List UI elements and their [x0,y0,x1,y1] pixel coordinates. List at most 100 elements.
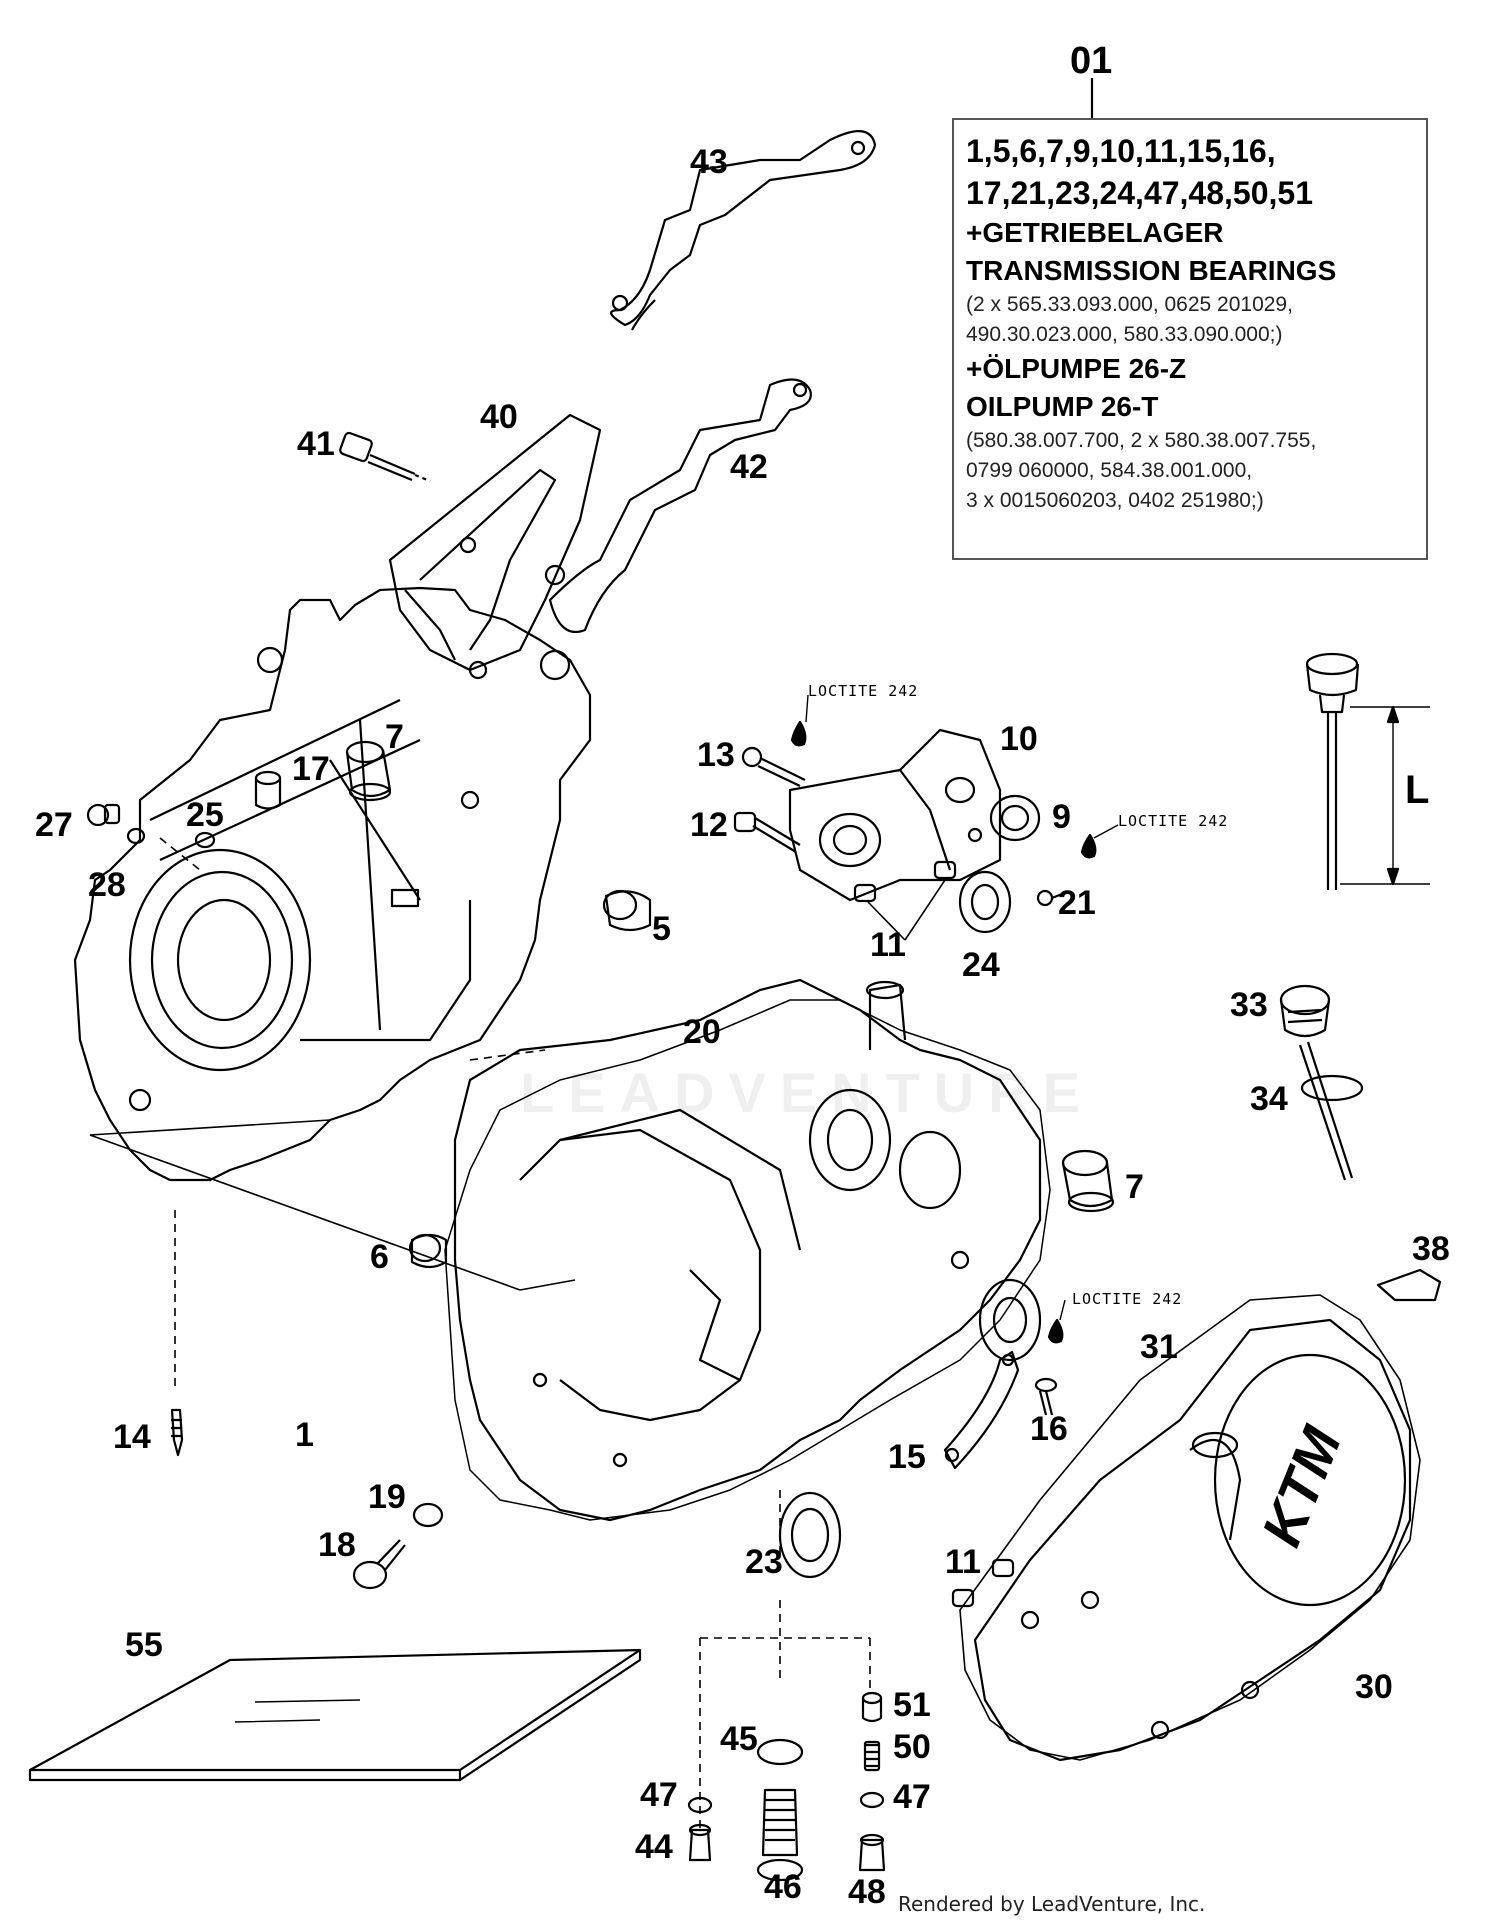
part-label-33: 33 [1230,986,1268,1024]
pump-parts-line2: 0799 060000, 584.38.001.000, [966,459,1253,482]
pump-parts-line3: 3 x 0015060203, 0402 251980;) [966,489,1264,512]
part-label-55: 55 [125,1626,163,1664]
part-label-20: 20 [683,1013,721,1051]
kit-items-line1: 1,5,6,7,9,10,11,15,16, [966,133,1276,169]
kit-items-line2: 17,21,23,24,47,48,50,51 [966,175,1313,211]
part-label-30: 30 [1355,1668,1393,1706]
part-label-40: 40 [480,398,518,436]
part-label-24: 24 [962,946,1000,984]
part-label-42: 42 [730,448,768,486]
washer-25 [194,831,216,849]
part-label-44: 44 [635,1828,673,1866]
bearing-9 [989,794,1041,842]
kit-number: 01 [1070,40,1113,82]
screw-13 [741,746,806,787]
screw-18 [352,1539,406,1590]
part-label-47-right: 47 [893,1778,931,1816]
ktm-logo: KTM [1249,1417,1353,1554]
part-label-7-top: 7 [385,718,404,756]
part-label-34: 34 [1250,1080,1288,1118]
part-label-5: 5 [652,910,671,948]
part-label-18: 18 [318,1526,356,1564]
loctite-drop-1 [790,720,807,747]
clutch-cover-30: KTM [973,1318,1412,1762]
part-label-28: 28 [88,866,126,904]
part-label-19: 19 [368,1478,406,1516]
cover-gasket-31 [959,1294,1421,1761]
bushing-5 [602,889,652,932]
sleeve-17 [254,770,282,810]
part-label-6: 6 [370,1238,389,1276]
part-label-13: 13 [697,736,735,774]
part-label-43: 43 [690,143,728,181]
part-label-50: 50 [893,1728,931,1766]
clip-38 [1376,1268,1442,1302]
bushing-7-top [345,740,392,802]
piston-51 [861,1691,883,1723]
part-label-11-top: 11 [870,926,906,964]
loctite-label-2: LOCTITE 242 [1118,812,1229,830]
loctite-label-3: LOCTITE 242 [1072,1290,1183,1308]
part-label-1: 1 [295,1416,314,1454]
case-gasket-outline [444,999,1051,1521]
part-label-9: 9 [1052,798,1071,836]
part-label-25: 25 [186,796,224,834]
part-label-23: 23 [745,1543,783,1581]
screw-12 [733,811,801,853]
owners-manual-55 [28,1648,642,1782]
nut-19 [412,1502,444,1528]
bearing-23 [778,1491,842,1579]
dowel-11-bottom-a [991,1558,1015,1578]
part-label-41: 41 [297,425,335,463]
screw-21 [1036,889,1063,907]
oring-34 [1300,1074,1364,1102]
part-label-46: 46 [764,1868,802,1906]
chain-guide-42 [544,378,812,633]
chain-guide-43 [610,130,877,331]
oring-45 [756,1738,804,1766]
part-label-14: 14 [113,1418,151,1456]
oil-plug-33 [1279,984,1354,1181]
dowel-11-bottom-b [951,1588,975,1608]
plug-14 [170,1408,184,1457]
left-crankcase [73,586,592,1182]
right-crankcase-20 [453,978,1042,1522]
part-label-27: 27 [35,806,73,844]
part-label-10: 10 [1000,720,1038,758]
dipstick [1305,652,1430,890]
seal-24 [958,870,1012,934]
render-credit: Rendered by LeadVenture, Inc. [898,1892,1206,1916]
spring-50 [863,1740,881,1772]
washer-47-left [687,1796,713,1814]
loctite-drop-2 [1080,833,1097,859]
transmission-bearings-label: TRANSMISSION BEARINGS [966,255,1337,286]
oring-28 [126,827,146,845]
part-label-11-bottom: 11 [945,1543,981,1581]
part-label-47-left: 47 [640,1776,678,1814]
oil-pump-housing-10 [788,728,1002,902]
loctite-label-1: LOCTITE 242 [808,682,919,700]
oilpump-label: OILPUMP 26-T [966,391,1159,422]
clamp-15 [943,1350,1020,1470]
part-label-48: 48 [848,1873,886,1911]
plug-44 [688,1823,712,1862]
bushing-6 [408,1233,448,1269]
plug-27 [86,803,121,827]
bolt-41 [339,431,431,483]
part-label-21: 21 [1058,884,1096,922]
watermark: LEADVENTURE [520,1061,1095,1124]
part-label-12: 12 [690,806,728,844]
part-label-31: 31 [1140,1328,1178,1366]
dowel-11-top-b [933,860,957,880]
loctite-drop-3 [1047,1318,1064,1344]
bearing-parts-line1: (2 x 565.33.093.000, 0625 201029, [966,293,1293,316]
screw-16 [1034,1377,1058,1416]
part-label-45: 45 [720,1720,758,1758]
dowel-11-top-a [853,883,877,903]
oil-screen-46 [756,1788,804,1882]
part-label-51: 51 [893,1686,931,1724]
part-label-17: 17 [292,750,330,788]
getriebelager-label: +GETRIEBELAGER [966,217,1224,248]
pump-parts-line1: (580.38.007.700, 2 x 580.38.007.755, [966,429,1317,452]
